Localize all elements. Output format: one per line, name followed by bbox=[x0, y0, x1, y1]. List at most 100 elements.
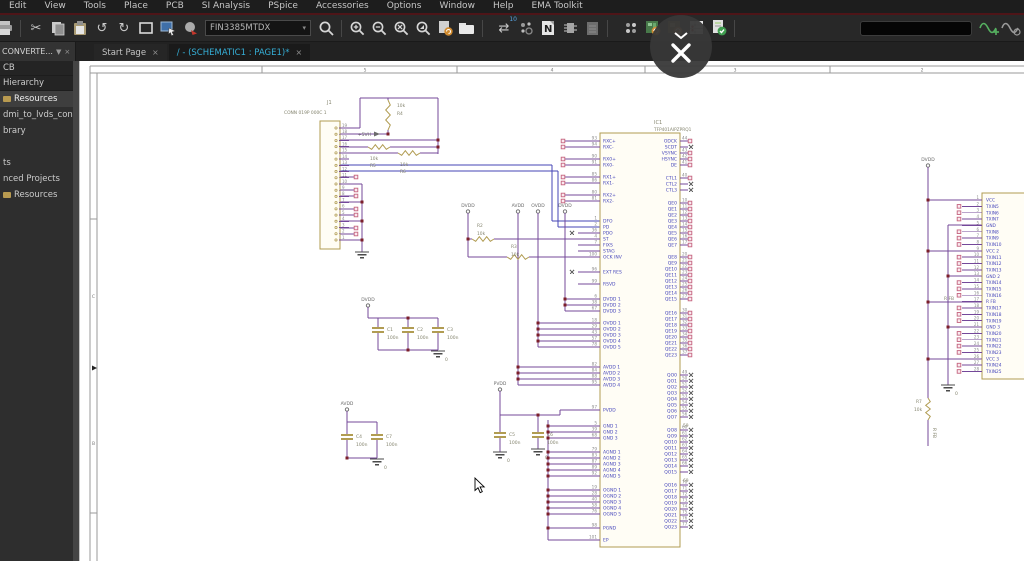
sidebar-item-hierarchy[interactable]: Hierarchy bbox=[0, 76, 73, 91]
menu-place[interactable]: Place bbox=[123, 1, 148, 11]
snap-dots-icon[interactable] bbox=[620, 17, 642, 39]
svg-text:TXIN23: TXIN23 bbox=[985, 350, 1002, 356]
options-dots-icon[interactable] bbox=[515, 17, 537, 39]
menu-options[interactable]: Options bbox=[386, 1, 422, 11]
measure-field[interactable] bbox=[860, 20, 972, 36]
tab-start-page[interactable]: Start Page× bbox=[94, 44, 167, 61]
design-check-icon[interactable] bbox=[708, 17, 730, 39]
svg-text:QO23: QO23 bbox=[664, 525, 677, 531]
sidebar-item-label: Resources bbox=[14, 94, 58, 104]
menu-edit[interactable]: Edit bbox=[9, 1, 27, 11]
recording-overlay-close-button[interactable] bbox=[650, 15, 712, 78]
svg-text:36: 36 bbox=[592, 228, 598, 233]
redo-icon[interactable]: ↻ bbox=[118, 20, 130, 36]
svg-text:7: 7 bbox=[594, 240, 597, 245]
sidebar-item-cb[interactable]: CB bbox=[0, 61, 73, 76]
sidebar-item-label: CB bbox=[3, 62, 15, 73]
svg-text:QO20: QO20 bbox=[664, 507, 677, 513]
tab-close-icon[interactable]: × bbox=[295, 48, 303, 57]
svg-text:AVDD 4: AVDD 4 bbox=[603, 383, 620, 389]
tab-schematic-page[interactable]: / - (SCHEMATIC1 : PAGE1)*× bbox=[168, 44, 311, 61]
menu-pcb[interactable]: PCB bbox=[165, 1, 184, 11]
copy-design-icon[interactable] bbox=[434, 17, 456, 39]
svg-text:10k: 10k bbox=[511, 252, 520, 258]
svg-text:0: 0 bbox=[445, 357, 448, 363]
combo-caret-icon[interactable]: ▾ bbox=[302, 24, 306, 32]
svg-text:GND: GND bbox=[986, 223, 997, 229]
netlist-icon[interactable]: N bbox=[537, 17, 559, 39]
svg-text:QE1: QE1 bbox=[668, 207, 677, 213]
undo-icon[interactable]: ↺ bbox=[96, 20, 108, 36]
panel-splitter[interactable] bbox=[73, 61, 79, 561]
swap-annotate-icon[interactable]: ⇄10 bbox=[498, 16, 517, 36]
sidebar-item-ts[interactable]: ts bbox=[0, 155, 73, 171]
sidebar-collapse-icon[interactable]: ▼ bbox=[55, 47, 62, 56]
zoom-out-icon[interactable] bbox=[368, 17, 390, 39]
sidebar-close-icon[interactable]: × bbox=[64, 47, 71, 56]
sidebar-item-resources[interactable]: Resources bbox=[0, 187, 73, 203]
waveform-gray-icon[interactable] bbox=[1000, 17, 1022, 39]
svg-text:6: 6 bbox=[976, 227, 979, 232]
open-design-icon[interactable] bbox=[456, 17, 478, 39]
svg-text:RX1-: RX1- bbox=[603, 181, 614, 187]
ic-part-icon[interactable] bbox=[559, 17, 581, 39]
svg-text:DVDD 1: DVDD 1 bbox=[603, 297, 621, 303]
close-icon[interactable] bbox=[671, 43, 691, 63]
svg-text:OCK INV: OCK INV bbox=[603, 255, 623, 261]
menu-ema-toolkit[interactable]: EMA Toolkit bbox=[531, 1, 583, 11]
print-icon[interactable] bbox=[0, 17, 16, 39]
zoom-rectangle-icon[interactable] bbox=[135, 17, 157, 39]
copy-icon[interactable] bbox=[47, 17, 69, 39]
waveform-add-icon[interactable] bbox=[978, 17, 1000, 39]
zoom-fit-icon[interactable] bbox=[412, 17, 434, 39]
sidebar-item-nced-projects[interactable]: nced Projects bbox=[0, 171, 73, 187]
menu-view[interactable]: View bbox=[44, 1, 66, 11]
sidebar-item-brary[interactable]: brary bbox=[0, 123, 73, 139]
paste-icon[interactable] bbox=[69, 17, 91, 39]
chevron-down-icon[interactable] bbox=[674, 32, 688, 40]
menu-window[interactable]: Window bbox=[439, 1, 475, 11]
menu-help[interactable]: Help bbox=[492, 1, 514, 11]
tab-close-icon[interactable]: × bbox=[152, 48, 159, 57]
menu-si-analysis[interactable]: SI Analysis bbox=[201, 1, 251, 11]
svg-text:CTL2: CTL2 bbox=[666, 182, 677, 188]
svg-text:39: 39 bbox=[592, 427, 598, 432]
svg-text:88: 88 bbox=[592, 374, 598, 379]
sidebar-item-resources[interactable]: Resources bbox=[0, 91, 73, 107]
menu-pspice[interactable]: PSpice bbox=[268, 1, 298, 11]
menu-tools[interactable]: Tools bbox=[83, 1, 106, 11]
component-lvds-connector[interactable]: 1VCC2TXIN53TXIN64TXIN75GND6TXIN87TXIN98T… bbox=[956, 192, 1024, 380]
svg-text:21: 21 bbox=[682, 258, 688, 263]
tab-bar: Start Page×/ - (SCHEMATIC1 : PAGE1)*× bbox=[76, 42, 312, 61]
pan-warning-icon[interactable] bbox=[179, 17, 201, 39]
area-select-icon[interactable] bbox=[157, 17, 179, 39]
svg-text:IC1: IC1 bbox=[654, 120, 662, 126]
search-icon[interactable] bbox=[315, 17, 337, 39]
svg-text:56: 56 bbox=[682, 412, 688, 417]
part-search-combo[interactable]: FIN3385MTDX ▾ bbox=[205, 20, 311, 36]
svg-text:OVDD: OVDD bbox=[531, 203, 545, 209]
svg-text:28: 28 bbox=[974, 366, 980, 371]
zoom-in-icon[interactable] bbox=[346, 17, 368, 39]
sidebar-header[interactable]: CONVERTE... ▼ × bbox=[0, 42, 76, 61]
zoom-selection-icon[interactable] bbox=[390, 17, 412, 39]
svg-text:TXIN8: TXIN8 bbox=[985, 229, 999, 235]
svg-text:11: 11 bbox=[342, 173, 348, 178]
sidebar-item-dmi-to-lvds-conv[interactable]: dmi_to_lvds_conv bbox=[0, 107, 73, 123]
svg-text:QO18: QO18 bbox=[664, 495, 677, 501]
svg-text:C2: C2 bbox=[417, 327, 423, 333]
component-ic1[interactable]: IC1TFP401AIPZPRQ193RXC+94RXC-90RX0+91RX0… bbox=[560, 120, 694, 548]
svg-text:37: 37 bbox=[682, 350, 688, 355]
cut-icon[interactable]: ✂ bbox=[30, 20, 42, 36]
menu-accessories[interactable]: Accessories bbox=[315, 1, 369, 11]
svg-text:5: 5 bbox=[594, 421, 597, 426]
svg-text:OGND 1: OGND 1 bbox=[603, 488, 621, 494]
svg-text:22: 22 bbox=[974, 328, 980, 333]
sidebar-item-label: brary bbox=[3, 126, 26, 136]
svg-text:10k: 10k bbox=[397, 103, 406, 109]
svg-text:91: 91 bbox=[592, 160, 598, 165]
svg-text:33: 33 bbox=[682, 326, 688, 331]
